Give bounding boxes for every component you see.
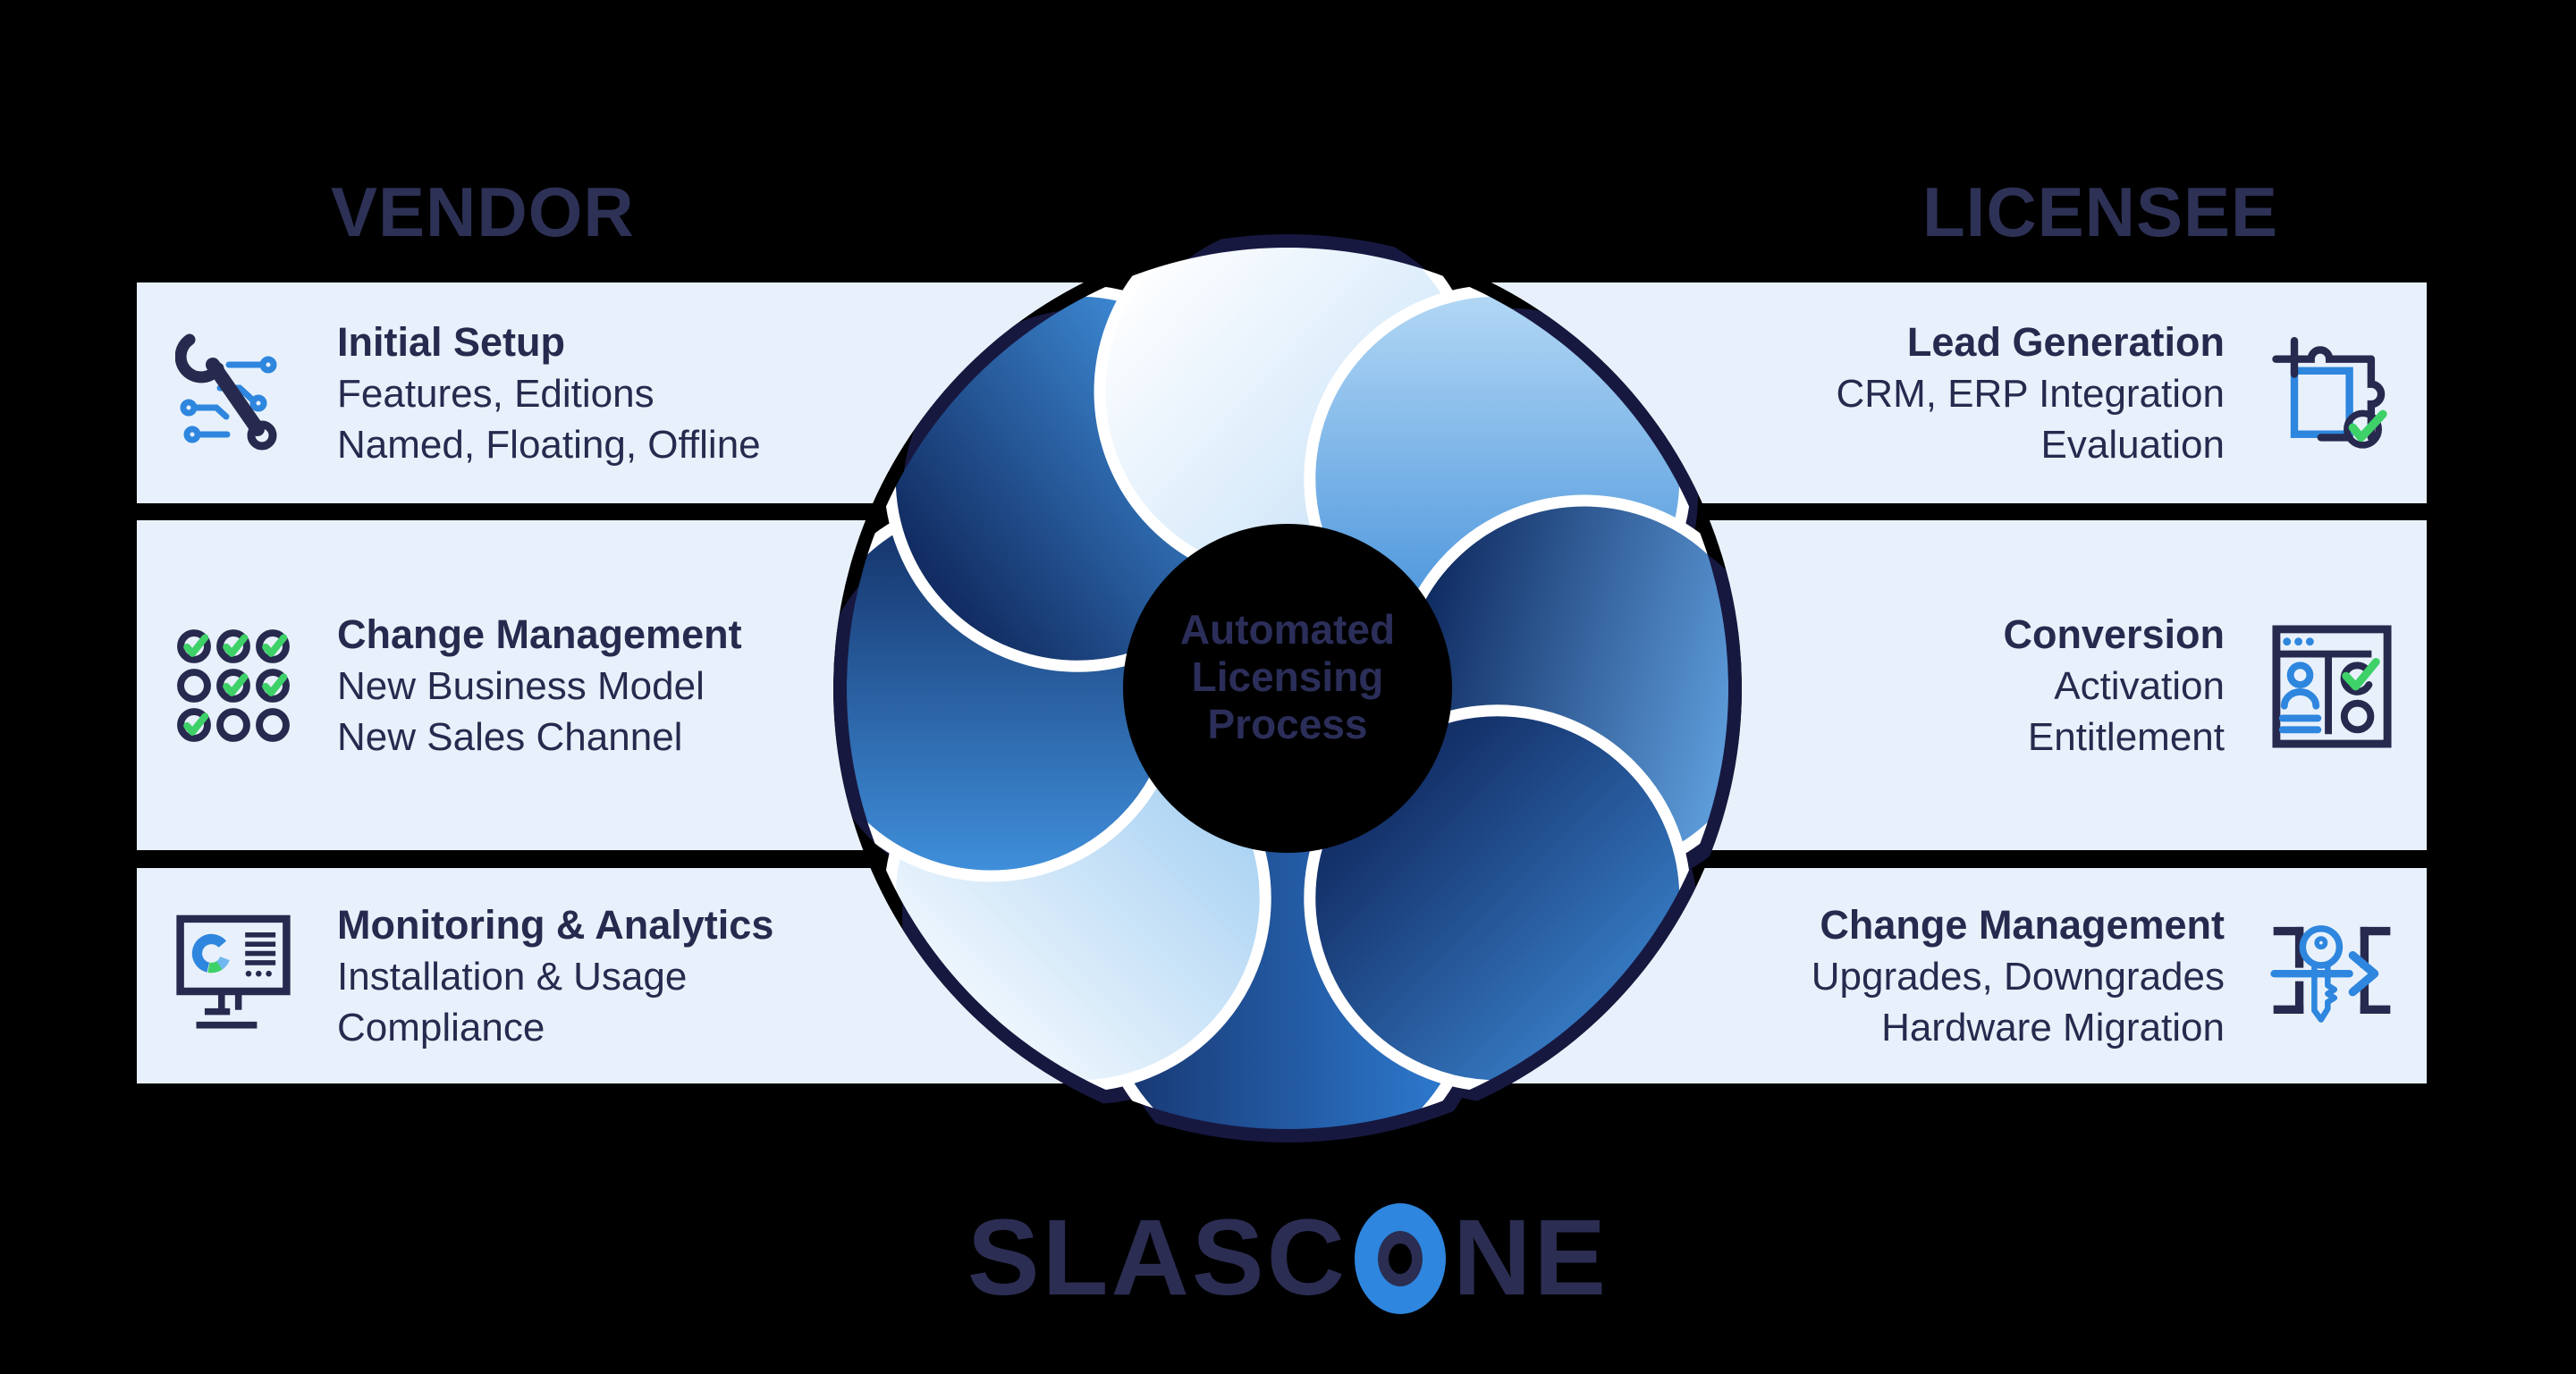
logo-text-left: SLASC	[967, 1196, 1347, 1318]
slascone-logo: SLASC NE	[0, 1194, 2576, 1319]
vendor-heading: VENDOR	[331, 173, 635, 251]
center-line-3: Process	[1207, 701, 1368, 747]
row-title: Change Management	[337, 611, 742, 657]
vendor-row-text: Change Management New Business Model New…	[337, 609, 742, 763]
logo-text-right: NE	[1453, 1196, 1609, 1318]
row-line: New Sales Channel	[337, 714, 683, 759]
row-line: Compliance	[337, 1005, 545, 1049]
licensee-row-lead-generation: Lead Generation CRM, ERP Integration Eva…	[1837, 316, 2427, 470]
row-title: Lead Generation	[1906, 318, 2225, 365]
vendor-row-initial-setup: Initial Setup Features, Editions Named, …	[137, 316, 761, 470]
check-grid-icon	[174, 618, 292, 754]
licensing-cycle-donut	[797, 198, 1779, 1180]
row-line: New Business Model	[337, 663, 705, 708]
row-line: Activation	[2054, 663, 2225, 708]
vendor-row-text: Monitoring & Analytics Installation & Us…	[337, 899, 773, 1053]
center-line-1: Automated	[1179, 606, 1396, 653]
vendor-row-change-management: Change Management New Business Model New…	[137, 609, 742, 763]
donut-petals	[797, 198, 1778, 1179]
row-line: Upgrades, Downgrades	[1811, 954, 2225, 999]
vendor-row-text: Initial Setup Features, Editions Named, …	[337, 316, 761, 470]
puzzle-check-icon	[2269, 326, 2394, 460]
center-line-2: Licensing	[1191, 653, 1384, 700]
logo-o-icon	[1353, 1198, 1448, 1316]
row-title: Conversion	[2003, 611, 2225, 657]
licensee-heading: LICENSEE	[1922, 173, 2279, 251]
monitor-analytics-icon	[174, 911, 292, 1041]
row-title: Monitoring & Analytics	[337, 901, 774, 948]
row-title: Change Management	[1820, 901, 2225, 948]
center-label: Automated Licensing Process	[1109, 606, 1466, 748]
row-line: Entitlement	[2027, 714, 2225, 759]
vendor-row-monitoring: Monitoring & Analytics Installation & Us…	[137, 899, 773, 1053]
row-line: Evaluation	[2040, 422, 2225, 467]
licensee-row-conversion: Conversion Activation Entitlement	[2003, 609, 2427, 763]
profile-card-check-icon	[2269, 619, 2394, 753]
row-line: Named, Floating, Offline	[337, 422, 761, 467]
wrench-circuit-icon	[174, 329, 292, 458]
licensee-row-text: Conversion Activation Entitlement	[2003, 609, 2225, 763]
row-line: Installation & Usage	[337, 954, 688, 999]
key-migration-icon	[2269, 911, 2394, 1041]
licensee-row-text: Lead Generation CRM, ERP Integration Eva…	[1837, 316, 2225, 470]
row-line: CRM, ERP Integration	[1836, 371, 2225, 416]
row-line: Hardware Migration	[1881, 1005, 2225, 1049]
licensee-row-change-management: Change Management Upgrades, Downgrades H…	[1812, 899, 2427, 1053]
row-title: Initial Setup	[337, 318, 566, 365]
licensee-row-text: Change Management Upgrades, Downgrades H…	[1812, 899, 2225, 1053]
row-line: Features, Editions	[337, 371, 655, 416]
